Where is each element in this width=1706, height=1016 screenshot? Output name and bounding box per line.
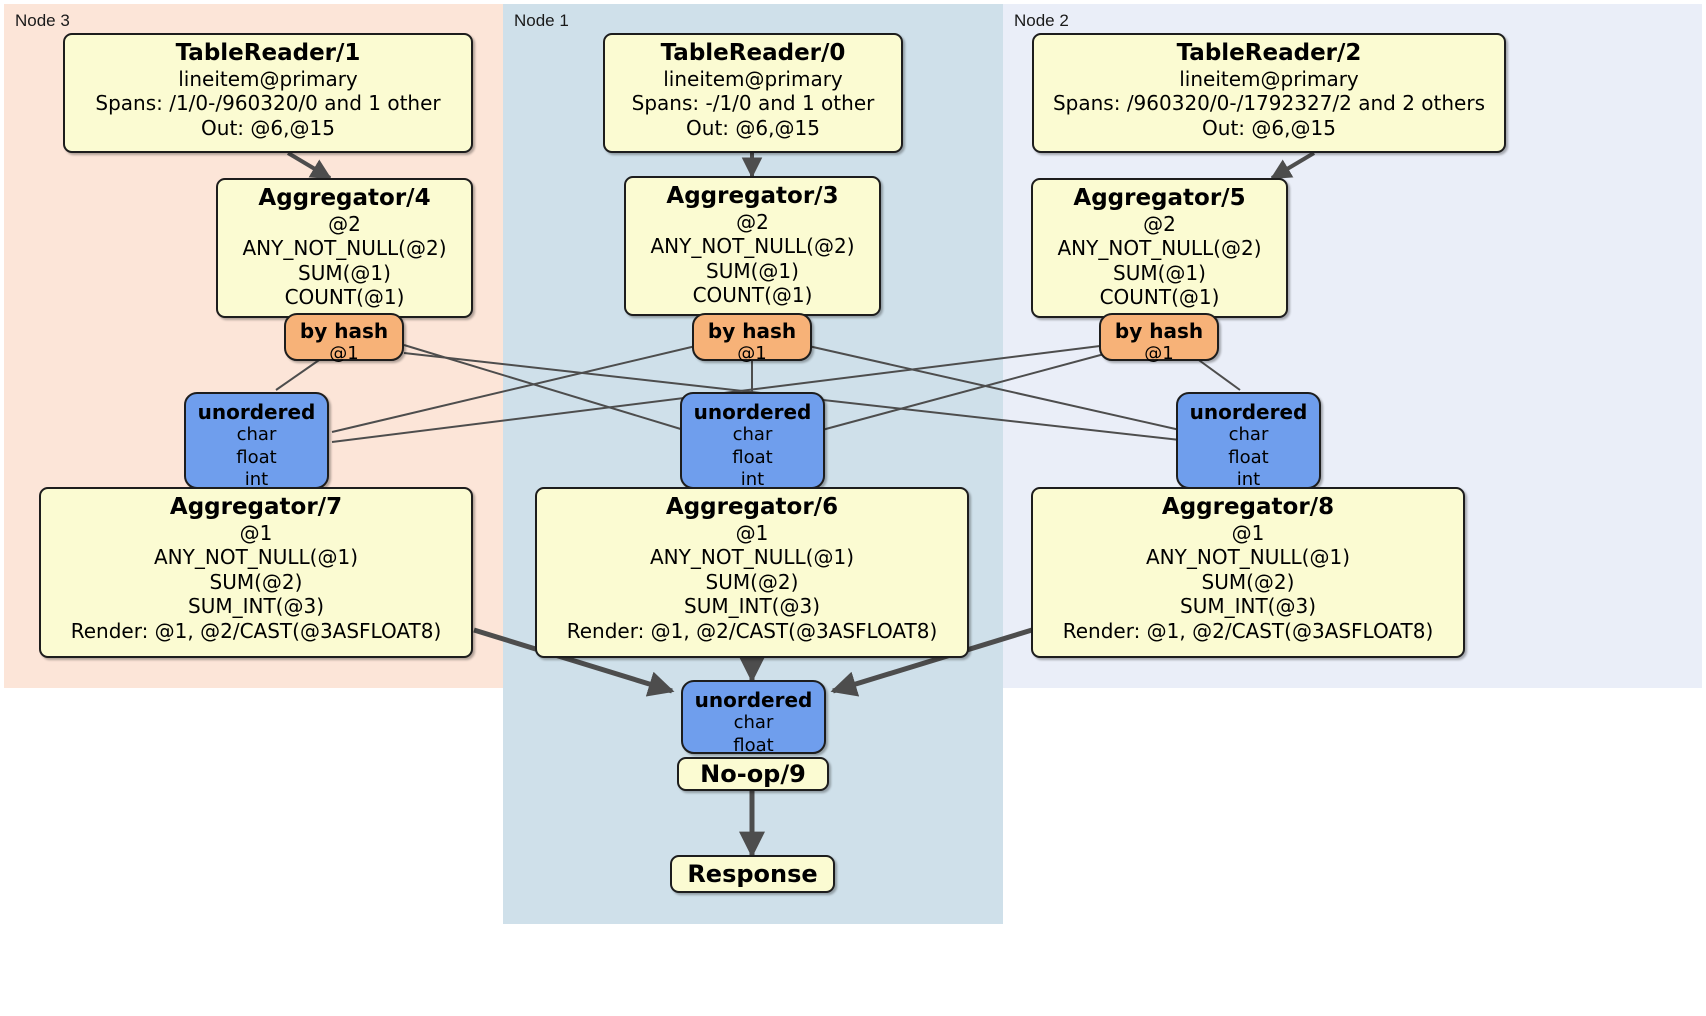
router-detail-hashcol: @1 xyxy=(1144,343,1174,364)
processor-detail-agg2: SUM(@2) xyxy=(209,569,303,594)
processor-detail-agg1: ANY_NOT_NULL(@2) xyxy=(242,236,447,261)
processor-title: Aggregator/8 xyxy=(1161,494,1335,520)
response-node[interactable]: Response xyxy=(670,855,835,893)
processor-detail-groupcol: @2 xyxy=(1143,212,1176,237)
router-detail-hashcol: @1 xyxy=(329,343,359,364)
processor-detail-agg1: ANY_NOT_NULL(@2) xyxy=(1057,236,1262,261)
synchronizer-type-char: char xyxy=(733,712,774,734)
processor-detail-agg3: COUNT(@1) xyxy=(692,283,813,308)
processor-detail-out: Out: @6,@15 xyxy=(1202,115,1336,140)
processor-detail-agg3: SUM_INT(@3) xyxy=(188,594,324,619)
synchronizer-unordered-final[interactable]: unordered char float xyxy=(681,680,826,756)
processor-detail-agg2: SUM(@1) xyxy=(706,258,799,283)
processor-table-reader-0[interactable]: TableReader/0 lineitem@primary Spans: -/… xyxy=(603,33,903,153)
processor-detail-render: Render: @1, @2/CAST(@3ASFLOAT8) xyxy=(566,618,938,643)
synchronizer-title: unordered xyxy=(693,400,812,424)
synchronizer-unordered-left[interactable]: unordered char float int xyxy=(184,392,329,491)
processor-detail-agg2: SUM(@1) xyxy=(298,260,391,285)
processor-aggregator-6[interactable]: Aggregator/6 @1 ANY_NOT_NULL(@1) SUM(@2)… xyxy=(535,487,969,658)
terminal-title: No-op/9 xyxy=(700,760,806,788)
processor-detail-render: Render: @1, @2/CAST(@3ASFLOAT8) xyxy=(1062,618,1434,643)
processor-detail-agg1: ANY_NOT_NULL(@1) xyxy=(154,545,358,570)
processor-detail-agg1: ANY_NOT_NULL(@1) xyxy=(650,545,854,570)
processor-detail-agg3: COUNT(@1) xyxy=(284,285,405,310)
processor-title: TableReader/2 xyxy=(1176,40,1362,66)
processor-no-op-9[interactable]: No-op/9 xyxy=(677,757,829,791)
processor-detail-agg3: COUNT(@1) xyxy=(1099,285,1220,310)
processor-detail-agg2: SUM(@2) xyxy=(1201,569,1295,594)
processor-detail-index: lineitem@primary xyxy=(178,67,358,92)
router-detail-hashcol: @1 xyxy=(737,343,767,364)
processor-detail-agg1: ANY_NOT_NULL(@1) xyxy=(1146,545,1350,570)
synchronizer-unordered-center[interactable]: unordered char float int xyxy=(680,392,825,491)
processor-detail-out: Out: @6,@15 xyxy=(201,115,335,140)
synchronizer-title: unordered xyxy=(197,400,316,424)
synchronizer-type-float: float xyxy=(1228,446,1269,468)
processor-table-reader-1[interactable]: TableReader/1 lineitem@primary Spans: /1… xyxy=(63,33,473,153)
router-by-hash-left[interactable]: by hash @1 xyxy=(284,313,404,364)
router-by-hash-right[interactable]: by hash @1 xyxy=(1099,313,1219,364)
synchronizer-type-float: float xyxy=(236,446,277,468)
router-title: by hash xyxy=(299,319,389,343)
processor-detail-agg2: SUM(@1) xyxy=(1113,260,1206,285)
synchronizer-type-char: char xyxy=(1228,424,1269,446)
synchronizer-unordered-right[interactable]: unordered char float int xyxy=(1176,392,1321,491)
processor-detail-index: lineitem@primary xyxy=(1179,67,1359,92)
processor-title: Aggregator/3 xyxy=(666,183,839,209)
processor-title: Aggregator/5 xyxy=(1073,185,1246,211)
synchronizer-title: unordered xyxy=(1189,400,1308,424)
processor-detail-render: Render: @1, @2/CAST(@3ASFLOAT8) xyxy=(70,618,442,643)
processor-detail-spans: Spans: /960320/0-/1792327/2 and 2 others xyxy=(1052,91,1485,116)
processor-detail-out: Out: @6,@15 xyxy=(686,115,820,140)
processor-detail-agg3: SUM_INT(@3) xyxy=(684,594,820,619)
processor-aggregator-8[interactable]: Aggregator/8 @1 ANY_NOT_NULL(@1) SUM(@2)… xyxy=(1031,487,1465,658)
synchronizer-type-char: char xyxy=(732,424,773,446)
router-by-hash-center[interactable]: by hash @1 xyxy=(692,313,812,364)
processor-table-reader-2[interactable]: TableReader/2 lineitem@primary Spans: /9… xyxy=(1032,33,1506,153)
processor-detail-groupcol: @2 xyxy=(328,212,361,237)
processor-detail-spans: Spans: -/1/0 and 1 other xyxy=(631,91,875,116)
processor-title: Aggregator/7 xyxy=(169,494,343,520)
processor-detail-groupcol: @1 xyxy=(735,521,769,546)
processor-title: TableReader/1 xyxy=(175,40,361,66)
node-panel-label-node2: Node 2 xyxy=(1014,11,1069,30)
synchronizer-type-float: float xyxy=(733,734,774,756)
synchronizer-type-int: int xyxy=(740,469,765,491)
router-title: by hash xyxy=(707,319,797,343)
terminal-title: Response xyxy=(687,860,818,888)
synchronizer-type-char: char xyxy=(236,424,277,446)
processor-detail-agg2: SUM(@2) xyxy=(705,569,799,594)
processor-title: Aggregator/4 xyxy=(258,185,431,211)
node-panel-label-node1: Node 1 xyxy=(514,11,569,30)
processor-detail-index: lineitem@primary xyxy=(663,67,843,92)
processor-aggregator-4[interactable]: Aggregator/4 @2 ANY_NOT_NULL(@2) SUM(@1)… xyxy=(216,178,473,318)
processor-detail-spans: Spans: /1/0-/960320/0 and 1 other xyxy=(95,91,441,116)
processor-title: Aggregator/6 xyxy=(665,494,839,520)
processor-aggregator-3[interactable]: Aggregator/3 @2 ANY_NOT_NULL(@2) SUM(@1)… xyxy=(624,176,881,316)
processor-detail-groupcol: @1 xyxy=(1231,521,1265,546)
processor-detail-agg1: ANY_NOT_NULL(@2) xyxy=(650,234,855,259)
processor-detail-groupcol: @1 xyxy=(239,521,273,546)
synchronizer-type-float: float xyxy=(732,446,773,468)
processor-title: TableReader/0 xyxy=(660,40,846,66)
processor-aggregator-5[interactable]: Aggregator/5 @2 ANY_NOT_NULL(@2) SUM(@1)… xyxy=(1031,178,1288,318)
router-title: by hash xyxy=(1114,319,1204,343)
synchronizer-type-int: int xyxy=(244,469,269,491)
synchronizer-type-int: int xyxy=(1236,469,1261,491)
processor-detail-agg3: SUM_INT(@3) xyxy=(1180,594,1316,619)
node-panel-label-node3: Node 3 xyxy=(15,11,70,30)
synchronizer-title: unordered xyxy=(694,688,813,712)
processor-detail-groupcol: @2 xyxy=(736,210,769,235)
processor-aggregator-7[interactable]: Aggregator/7 @1 ANY_NOT_NULL(@1) SUM(@2)… xyxy=(39,487,473,658)
